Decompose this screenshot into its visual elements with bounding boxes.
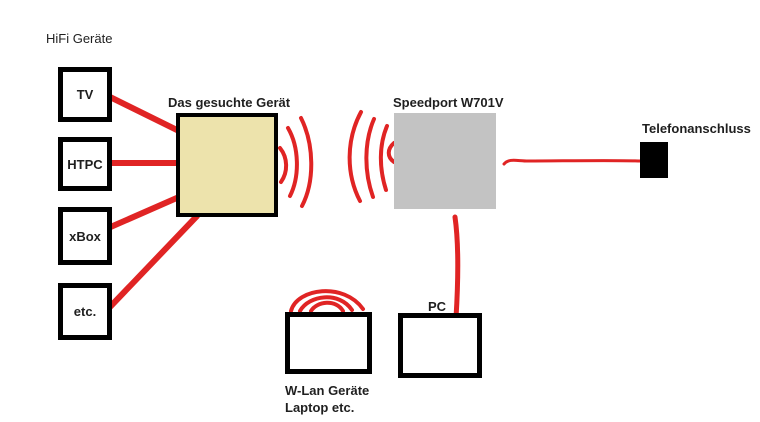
device-box-xbox: xBox <box>58 207 112 265</box>
wlan-devices-label-line1: W-Lan Geräte <box>285 383 370 398</box>
device-box-etc: etc. <box>58 283 112 340</box>
phone-socket-label: Telefonanschluss <box>642 121 751 136</box>
wifi-wave <box>278 146 289 184</box>
target-device-box <box>176 113 278 217</box>
wifi-waves-target-icon <box>278 116 314 208</box>
router-phone-line <box>502 158 643 166</box>
wlan-devices-label: W-Lan Geräte Laptop etc. <box>285 382 369 416</box>
wifi-wave <box>309 300 345 313</box>
device-label-xbox: xBox <box>69 228 101 244</box>
wifi-wave <box>378 124 389 192</box>
device-box-htpc: HTPC <box>58 137 112 191</box>
etc-connection-line <box>106 213 200 311</box>
phone-socket-box <box>640 142 668 178</box>
target-device-label: Das gesuchte Gerät <box>168 95 291 110</box>
hifi-devices-heading: HiFi Geräte <box>46 31 113 46</box>
router-box <box>394 113 496 209</box>
device-label-htpc: HTPC <box>67 156 103 172</box>
device-label-etc: etc. <box>73 304 97 319</box>
device-label-tv: TV <box>76 87 94 102</box>
wifi-wave <box>364 117 376 199</box>
wlan-devices-label-line2: Laptop etc. <box>285 400 355 415</box>
wifi-waves-wlan-icon <box>289 289 365 313</box>
wlan-devices-box <box>285 312 372 374</box>
xbox-connection-line <box>103 194 182 232</box>
pc-box <box>398 313 482 378</box>
device-box-tv: TV <box>58 67 112 122</box>
wifi-wave <box>347 110 363 203</box>
wifi-wave <box>299 116 314 208</box>
pc-label: PC <box>428 299 447 314</box>
wifi-wave <box>298 295 354 313</box>
wifi-wave <box>289 289 365 313</box>
router-label: Speedport W701V <box>393 95 504 110</box>
wifi-wave <box>286 126 299 198</box>
router-pc-line <box>452 214 461 321</box>
wifi-waves-router-icon <box>347 110 396 203</box>
